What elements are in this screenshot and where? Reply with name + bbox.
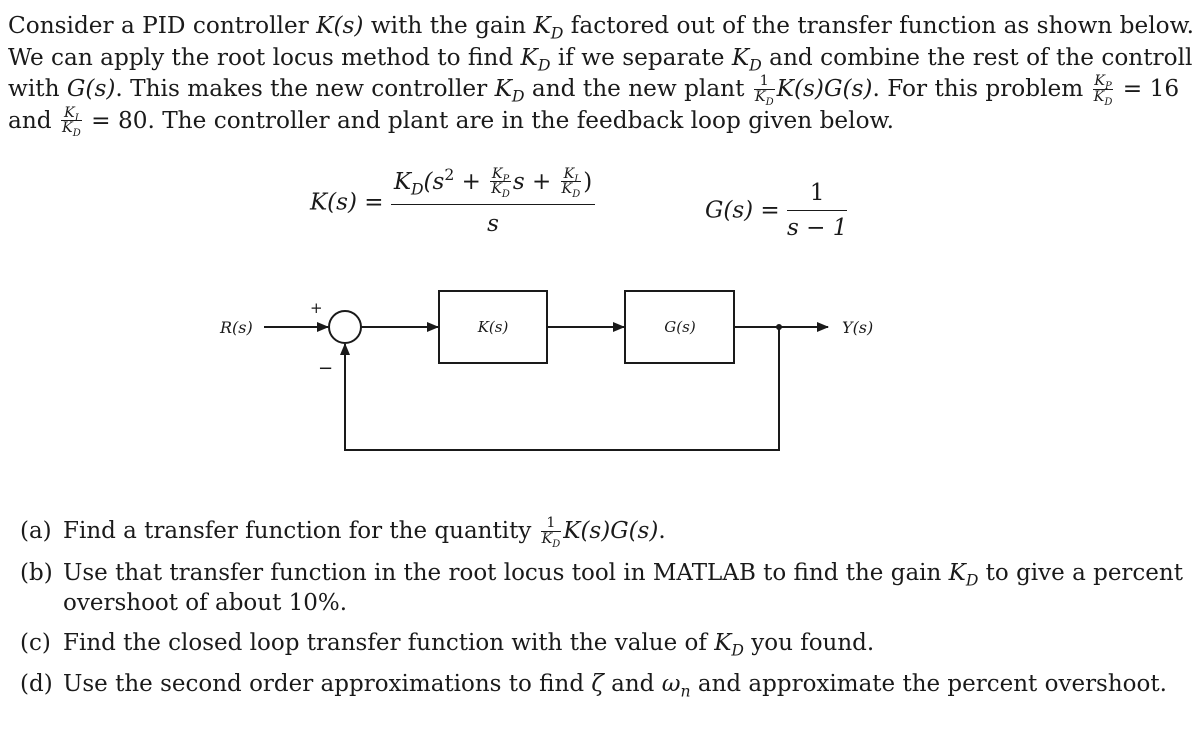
plant-equation: G(s) = 1 s − 1 bbox=[705, 180, 848, 241]
summing-junction bbox=[328, 310, 362, 344]
output-label: Y(s) bbox=[842, 318, 873, 337]
controller-block-label: K(s) bbox=[477, 318, 509, 336]
feedback-path bbox=[340, 327, 780, 451]
input-label: R(s) bbox=[219, 318, 253, 337]
intro-line-1: Consider a PID controller K(s) with the … bbox=[8, 12, 1193, 43]
plant-block-label: G(s) bbox=[664, 318, 696, 336]
minus-sign: − bbox=[318, 358, 333, 379]
plant-fraction: 1 s − 1 bbox=[787, 180, 848, 241]
plant-block bbox=[624, 290, 735, 364]
intro-line-3: with G(s). This makes the new controller… bbox=[8, 73, 1180, 108]
feedback-block-diagram: R(s) + − K(s) G(s) Y(s) bbox=[219, 290, 873, 451]
intro-line-2: We can apply the root locus method to fi… bbox=[8, 43, 1193, 75]
plus-sign: + bbox=[310, 299, 323, 317]
problem-statement: Consider a PID controller K(s) with the … bbox=[8, 10, 1193, 140]
